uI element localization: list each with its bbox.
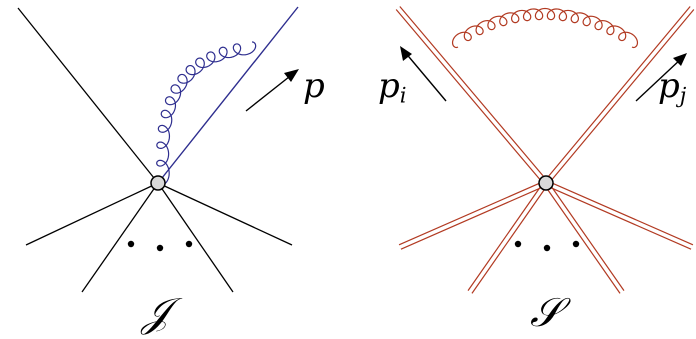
soft-wilson-line-lower-left — [398, 180, 546, 246]
soft-caption-symbol: 𝒮 — [530, 290, 561, 336]
soft-wilson-line-lower-right — [546, 180, 694, 246]
soft-ellipsis-dot — [543, 244, 551, 252]
soft-wilson-line-upper-right — [547, 9, 695, 185]
jet-ellipsis-dot — [127, 240, 135, 248]
jet-line-lower-right — [157, 182, 293, 246]
soft-momentum-label-left: pi — [378, 66, 407, 107]
soft-momentum-arrow-left — [403, 50, 447, 102]
jet-vertex — [150, 175, 166, 191]
soft-caption: 𝒮 — [530, 290, 561, 336]
soft-wilson-lines — [395, 6, 695, 294]
jet-ellipsis — [127, 240, 193, 252]
jet-momentum-symbol: p — [303, 66, 325, 106]
jet-lines — [17, 7, 293, 293]
jet-caption: 𝒥 — [142, 290, 170, 336]
soft-wilson-line-upper-left — [399, 6, 549, 182]
jet-line-upper-left — [17, 7, 159, 184]
jet-momentum-label: p — [303, 66, 325, 106]
soft-momentum-label-right: pj — [658, 66, 686, 107]
jet-caption-symbol: 𝒥 — [142, 290, 170, 336]
soft-ellipsis-dot — [514, 240, 522, 248]
jet-collinear-line — [157, 6, 299, 184]
jet-momentum-arrowhead — [284, 69, 299, 82]
soft-wilson-line-bottom-right — [547, 181, 625, 291]
soft-wilson-line-lower-left — [400, 184, 548, 250]
jet-momentum-arrow — [245, 72, 295, 112]
jet-line-bottom-left — [81, 182, 159, 293]
soft-gluon-line — [451, 7, 639, 49]
soft-wilson-line-bottom-right — [543, 184, 621, 294]
soft-wilson-line-bottom-left — [471, 184, 549, 294]
soft-diagram — [395, 6, 695, 294]
soft-ellipsis — [514, 240, 580, 252]
soft-momentum-right-symbol: p — [658, 66, 680, 106]
jet-gluon-line — [156, 41, 257, 186]
soft-momentum-arrow-right — [635, 57, 683, 102]
soft-wilson-line-bottom-left — [467, 181, 545, 291]
soft-momentum-arrowhead-left — [400, 46, 412, 61]
jet-ellipsis-dot — [185, 240, 193, 248]
soft-momentum-left-symbol: p — [378, 66, 400, 106]
soft-momentum-arrowhead-right — [673, 53, 687, 66]
soft-wilson-line-lower-right — [544, 184, 692, 250]
jet-line-lower-left — [25, 182, 159, 246]
soft-vertex — [538, 175, 554, 191]
jet-diagram — [17, 6, 299, 293]
jet-line-bottom-right — [157, 182, 234, 293]
soft-ellipsis-dot — [572, 240, 580, 248]
soft-momentum-right-subscript: j — [679, 82, 687, 108]
soft-momentum-left-subscript: i — [399, 82, 407, 108]
jet-ellipsis-dot — [156, 244, 164, 252]
soft-wilson-line-upper-right — [543, 6, 691, 182]
soft-wilson-line-upper-left — [395, 9, 545, 185]
